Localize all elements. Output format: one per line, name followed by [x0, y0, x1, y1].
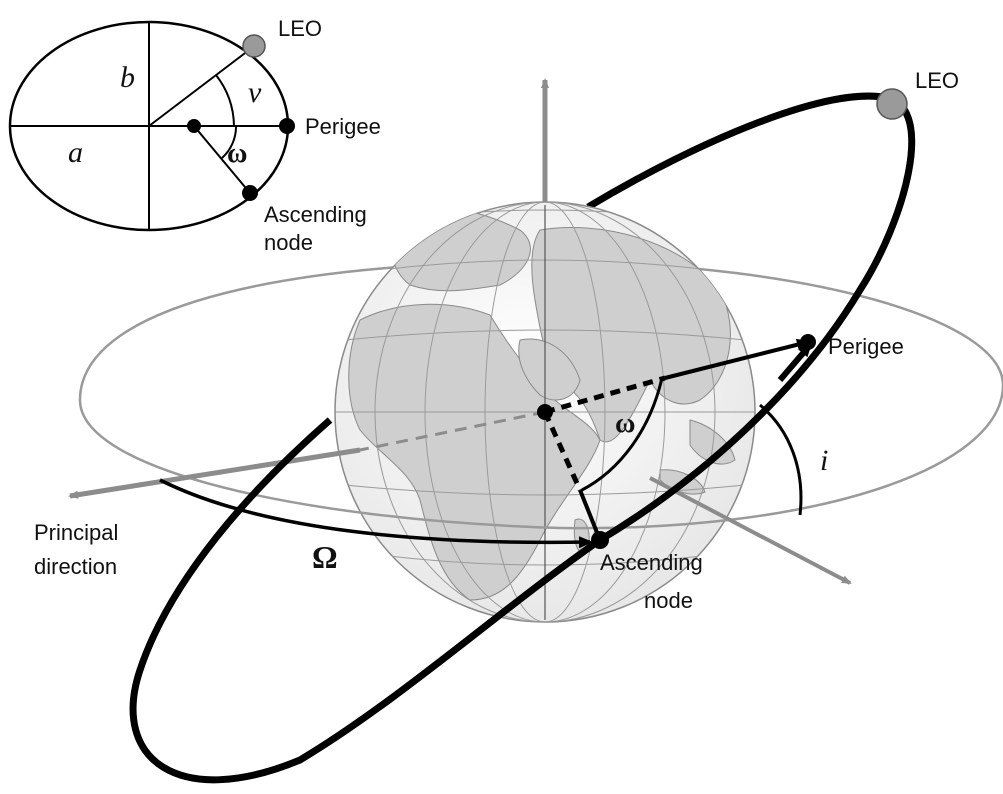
principal-direction-label-line2: direction: [34, 554, 117, 579]
inset-nu-arc: [215, 74, 235, 127]
inclination-label: i: [820, 444, 828, 477]
raan-label: Ω: [312, 539, 338, 575]
argument-of-perigee-label: ω: [615, 408, 635, 439]
leo-label: LEO: [915, 68, 959, 93]
inset-leo-label: LEO: [278, 16, 322, 41]
inset-leo-satellite: [242, 34, 266, 58]
perigee-line-dashed: [544, 375, 666, 415]
inset-perigee-label: Perigee: [305, 114, 381, 139]
inset-focus-point: [187, 119, 201, 133]
inset-nu-label: v: [248, 76, 262, 109]
principal-direction-label-line1: Principal: [34, 520, 118, 545]
raan-arc: [159, 478, 593, 549]
inset-diagram: b a v ω LEO Perigee Ascending node: [8, 16, 381, 255]
argument-of-perigee-arc: [581, 377, 664, 492]
perigee-line-solid: [664, 338, 811, 380]
orbit-direction-arrow: [777, 342, 813, 382]
equatorial-axis-arrow: [649, 476, 852, 585]
orbit-back-segment: [586, 92, 889, 211]
inset-b-label: b: [120, 61, 135, 94]
inset-a-label: a: [68, 136, 83, 169]
principal-direction-axis-inside: [359, 410, 546, 452]
inset-ascending-label: Ascending: [264, 202, 367, 227]
ascending-node-point: [591, 531, 609, 549]
inset-perigee-point: [279, 118, 295, 134]
ascending-node-label-line2: node: [644, 588, 693, 613]
principal-direction-arrow: [68, 447, 361, 499]
node-line-dashed: [542, 410, 583, 492]
inclination-arc: [759, 403, 803, 516]
equatorial-ellipse-front: [78, 384, 1003, 530]
perigee-label: Perigee: [828, 334, 904, 359]
inset-node-label: node: [264, 230, 313, 255]
ascending-node-label-line1: Ascending: [600, 550, 703, 575]
inset-omega-label: ω: [227, 138, 247, 169]
inset-node-line: [193, 125, 251, 194]
orbit-front-segment: [129, 94, 916, 784]
perigee-point: [800, 334, 816, 350]
inset-leo-radius: [148, 46, 254, 127]
earth-center-point: [537, 404, 553, 420]
leo-satellite: [876, 88, 908, 120]
inset-ascending-node-point: [242, 185, 258, 201]
inset-omega-arc: [221, 125, 238, 159]
